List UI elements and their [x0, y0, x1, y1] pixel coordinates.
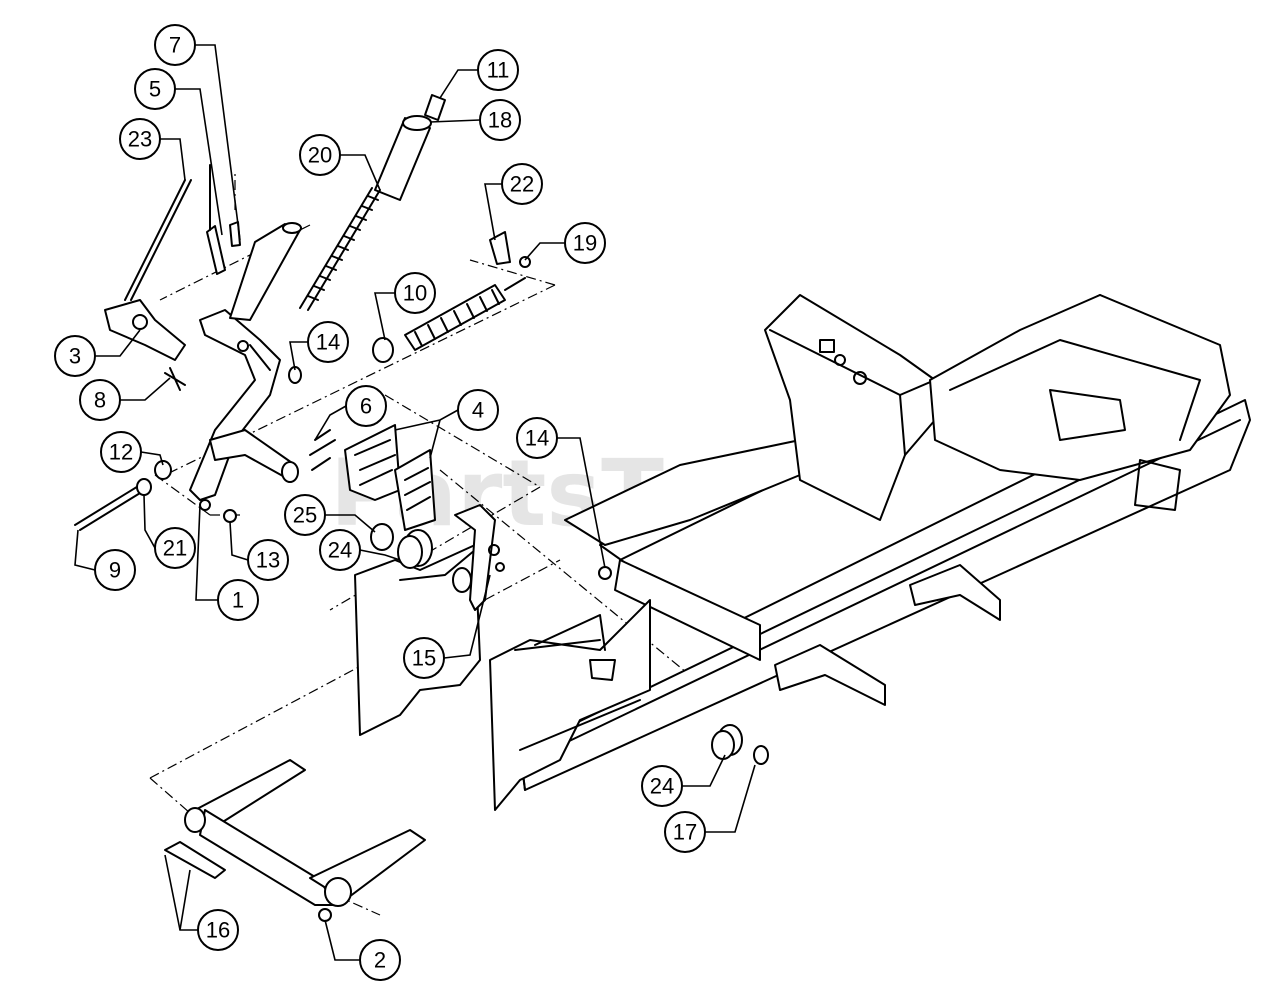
- callout-2: 2: [359, 939, 401, 981]
- leaders: [74, 44, 756, 961]
- svg-text:11: 11: [487, 58, 510, 83]
- callout-18: 18: [479, 99, 521, 141]
- svg-text:24: 24: [328, 538, 352, 563]
- callout-19: 19: [564, 222, 606, 264]
- svg-text:22: 22: [510, 172, 534, 197]
- svg-text:1: 1: [232, 588, 244, 613]
- svg-text:21: 21: [163, 536, 187, 561]
- callout-16: 16: [197, 909, 239, 951]
- callout-12: 12: [100, 431, 142, 473]
- svg-text:3: 3: [69, 344, 81, 369]
- svg-text:14: 14: [525, 426, 549, 451]
- spring-assembly: [288, 94, 531, 384]
- callout-6: 6: [345, 385, 387, 427]
- svg-text:9: 9: [109, 558, 121, 583]
- main-frame: [489, 294, 1251, 811]
- collars: [370, 523, 769, 765]
- pedal-brackets: [309, 424, 436, 531]
- svg-text:13: 13: [256, 548, 280, 573]
- svg-text:14: 14: [316, 330, 340, 355]
- callouts: 7 5 23 11 18 20 22 19 10 14 3 8 6 4 14 1…: [54, 24, 706, 981]
- svg-text:18: 18: [488, 108, 512, 133]
- svg-text:23: 23: [128, 127, 152, 152]
- callout-14b: 14: [516, 417, 558, 459]
- callout-14a: 14: [307, 321, 349, 363]
- svg-text:25: 25: [293, 503, 317, 528]
- callout-10: 10: [394, 272, 436, 314]
- svg-text:19: 19: [573, 231, 597, 256]
- callout-23: 23: [119, 118, 161, 160]
- callout-9: 9: [94, 549, 136, 591]
- callout-24a: 24: [319, 529, 361, 571]
- svg-text:4: 4: [472, 398, 484, 423]
- svg-text:7: 7: [169, 33, 181, 58]
- lift-lever: [74, 164, 302, 531]
- svg-text:8: 8: [94, 388, 106, 413]
- svg-text:24: 24: [650, 774, 674, 799]
- svg-text:15: 15: [412, 646, 436, 671]
- svg-text:12: 12: [109, 440, 133, 465]
- callout-20: 20: [299, 134, 341, 176]
- svg-text:17: 17: [673, 820, 697, 845]
- callout-3: 3: [54, 335, 96, 377]
- callout-21: 21: [154, 527, 196, 569]
- callout-22: 22: [501, 163, 543, 205]
- callout-11: 11: [477, 49, 519, 91]
- svg-text:6: 6: [360, 394, 372, 419]
- callout-25: 25: [284, 494, 326, 536]
- svg-text:2: 2: [374, 948, 386, 973]
- callout-17: 17: [664, 811, 706, 853]
- callout-13: 13: [247, 539, 289, 581]
- callout-1: 1: [217, 579, 259, 621]
- callout-4: 4: [457, 389, 499, 431]
- svg-text:16: 16: [206, 918, 230, 943]
- svg-text:5: 5: [149, 77, 161, 102]
- svg-text:20: 20: [308, 143, 332, 168]
- callout-24b: 24: [641, 765, 683, 807]
- callout-15: 15: [403, 637, 445, 679]
- callout-8: 8: [79, 379, 121, 421]
- callout-5: 5: [134, 68, 176, 110]
- svg-text:10: 10: [403, 281, 427, 306]
- front-axle: [164, 759, 426, 922]
- callout-7: 7: [154, 24, 196, 66]
